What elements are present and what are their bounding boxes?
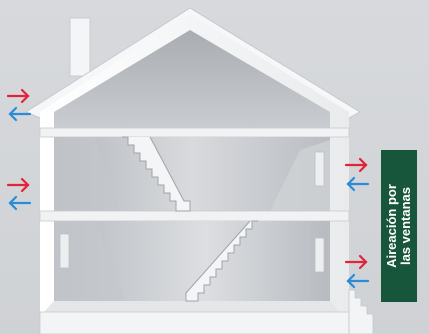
ground-floor [44,301,340,312]
chimney [70,18,90,76]
foundation [40,312,349,334]
window-ventilation-label-text: Aireación por las ventanas [385,150,413,302]
arrow-in-icon [8,179,28,191]
lower-right-window [315,238,324,272]
attic-floor [40,128,349,137]
arrows-left-middle [8,179,30,209]
label-line-2: las ventanas [399,150,413,302]
arrows-right-middle [346,159,368,190]
window-ventilation-label: Aireación por las ventanas [381,150,417,302]
arrow-out-icon [10,108,30,120]
middle-floor [40,211,349,221]
arrow-out-icon [348,178,368,190]
lower-left-window [60,234,69,268]
arrow-out-icon [10,197,30,209]
arrow-in-icon [8,90,28,102]
label-line-1: Aireación por [385,150,399,302]
arrow-out-icon [348,275,368,287]
exterior-steps [349,290,373,334]
arrows-right-bottom [346,256,368,287]
arrows-left-top [8,90,30,120]
middle-window [315,152,324,186]
